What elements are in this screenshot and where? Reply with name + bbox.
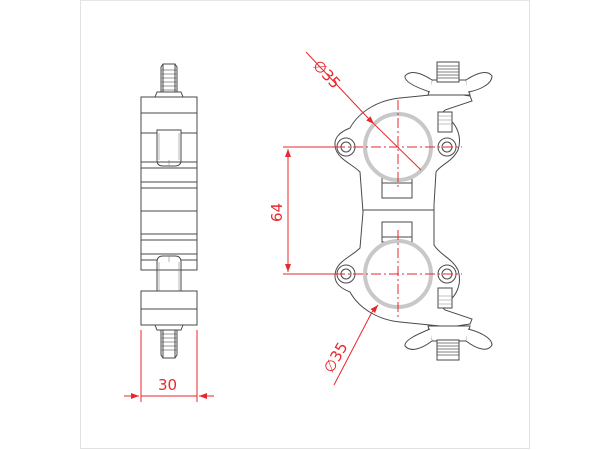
bottom-wing-nut-icon (404, 325, 493, 361)
bottom-diameter-dimension (333, 304, 379, 386)
width-dimension (124, 330, 214, 402)
side-view (140, 63, 198, 359)
width-dimension-label: 30 (158, 376, 177, 394)
center-distance-label: 64 (268, 203, 286, 222)
bottom-diameter-label: ∅35 (320, 339, 352, 376)
center-distance-dimension (283, 146, 338, 275)
top-wing-nut-icon (404, 61, 493, 96)
top-bolt-icon (154, 63, 184, 98)
center-lines (335, 100, 462, 320)
top-diameter-dimension (305, 51, 422, 171)
bottom-bolt-icon (154, 324, 184, 359)
